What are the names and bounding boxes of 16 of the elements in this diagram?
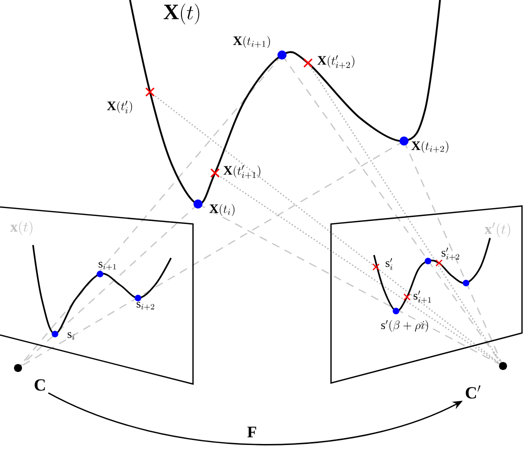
edge-label: $\mathbf{F}$	[246, 426, 258, 438]
point-label: $\mathrm{s}_i$	[68, 332, 74, 340]
point-label: $\mathbf{X}(t'_{i+2})$	[317, 55, 354, 69]
point-label: $\mathrm{s}'(\beta+\rho i)$	[381, 320, 428, 332]
point-label: $\mathrm{s}'_{i+2}$	[442, 248, 460, 260]
point-label: $\mathbf{X}(t'_i)$	[107, 100, 132, 114]
point-label: $\mathbf{X}(t)$	[164, 4, 200, 24]
camera-label: $\mathbf{C}'$	[466, 385, 480, 399]
point-label: $\mathrm{s}_{i+1}$	[98, 262, 116, 270]
point-label: $\mathbf{X}(t_{i+2})$	[411, 141, 448, 154]
point-label: $\mathrm{s}'_i$	[386, 258, 392, 270]
point-label: $\mathbf{X}(t'_{i+1})$	[223, 165, 260, 179]
point-label: $\mathbf{X}(t_{i+1})$	[233, 36, 270, 48]
point-label: $\mathrm{s}'_{i+1}$	[414, 290, 431, 304]
point-label: $\mathbf{X}(t_i)$	[209, 204, 234, 216]
point-label: $\mathrm{s}_{i+2}$	[136, 302, 154, 310]
